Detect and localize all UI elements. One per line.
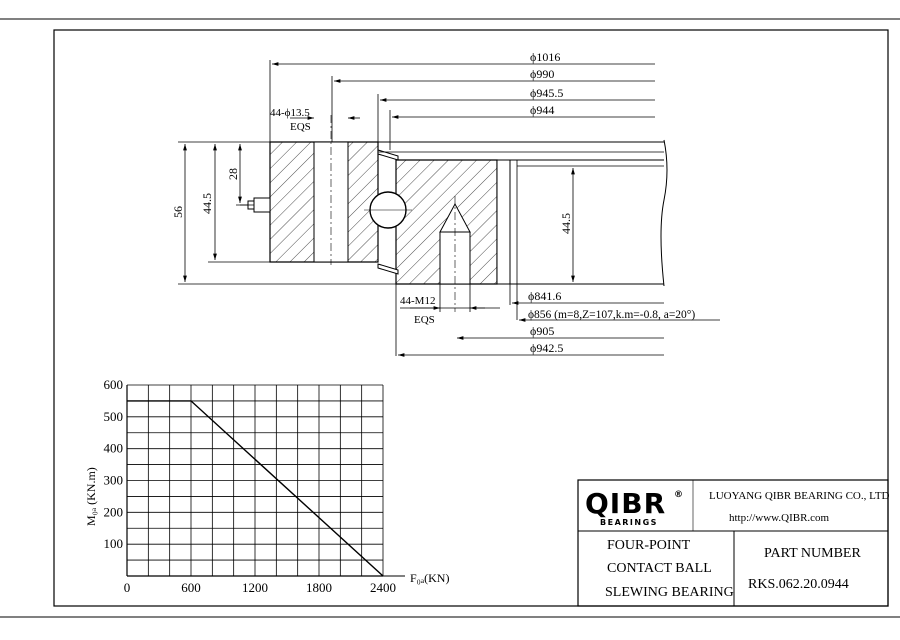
y-tick-label: 300: [104, 473, 124, 488]
company-website: http://www.QIBR.com: [729, 512, 830, 524]
description-line1: FOUR-POINT: [607, 538, 691, 553]
company-name: LUOYANG QIBR BEARING CO., LTD: [709, 490, 890, 502]
svg-text:BEARINGS: BEARINGS: [600, 518, 658, 527]
x-tick-label: 2400: [370, 580, 396, 595]
load-curve-line: [127, 400, 384, 577]
dim-h56: 56: [171, 206, 185, 218]
dim-d905: ϕ905: [530, 324, 554, 338]
x-tick-label: 1800: [306, 580, 332, 595]
title-block: [577, 479, 889, 607]
dim-m12: 44-M12: [400, 295, 435, 307]
part-number-value: RKS.062.20.0944: [748, 577, 849, 592]
y-tick-label: 200: [104, 504, 124, 519]
dim-d856: ϕ856 (m=8,Z=107,k.m=-0.8, a=20°): [528, 309, 695, 321]
drawing-frame: [53, 29, 889, 607]
dim-d841-6: ϕ841.6: [528, 289, 561, 303]
x-tick-label: 600: [181, 580, 201, 595]
y-tick-label: 600: [104, 377, 124, 392]
bottom-dimensions: [395, 284, 720, 357]
dim-h28: 28: [226, 168, 240, 180]
top-dimensions: [269, 60, 655, 150]
y-tick-label: 100: [104, 536, 124, 551]
gear-teeth: [496, 159, 511, 285]
chart-grid: [126, 384, 405, 577]
load-chart: 0 600 1200 1800 2400 100 200 300 400 500 600 F₀ₐ(K…: [84, 377, 449, 595]
dim-d944: ϕ944: [530, 103, 554, 117]
dim-m12-eqs: EQS: [414, 314, 435, 326]
bottom-seal: [377, 263, 399, 275]
description-line2: CONTACT BALL: [607, 561, 712, 576]
dim-d945-5: ϕ945.5: [530, 86, 563, 100]
part-number-label: PART NUMBER: [764, 546, 861, 561]
dim-d990: ϕ990: [530, 67, 554, 81]
chart-xlabel: F₀ₐ(KN): [410, 571, 449, 585]
y-tick-label: 500: [104, 409, 124, 424]
side-dimensions: [178, 141, 575, 285]
x-tick-label: 0: [124, 580, 131, 595]
dim-d942-5: ϕ942.5: [530, 341, 563, 355]
chart-ticks: 0 600 1200 1800 2400 100 200 300 400 500 600: [104, 377, 397, 595]
dim-h44-5-left: 44.5: [200, 193, 214, 214]
x-tick-label: 1200: [242, 580, 268, 595]
dim-holes-eqs: EQS: [290, 121, 311, 133]
dim-h44-5-right: 44.5: [559, 213, 573, 234]
y-tick-label: 400: [104, 441, 124, 456]
dim-d1016: ϕ1016: [530, 50, 560, 64]
chart-ylabel: M₀ₐ (KN.m): [84, 467, 98, 526]
qibr-logo: QIBR BEARINGS ®: [585, 487, 683, 527]
svg-text:®: ®: [674, 490, 683, 500]
svg-text:QIBR: QIBR: [585, 487, 666, 520]
description-line3: SLEWING BEARING: [605, 585, 734, 600]
top-seal: [377, 149, 399, 161]
dim-holes: 44-ϕ13.5: [270, 107, 310, 119]
bearing-cross-section: [240, 115, 668, 312]
